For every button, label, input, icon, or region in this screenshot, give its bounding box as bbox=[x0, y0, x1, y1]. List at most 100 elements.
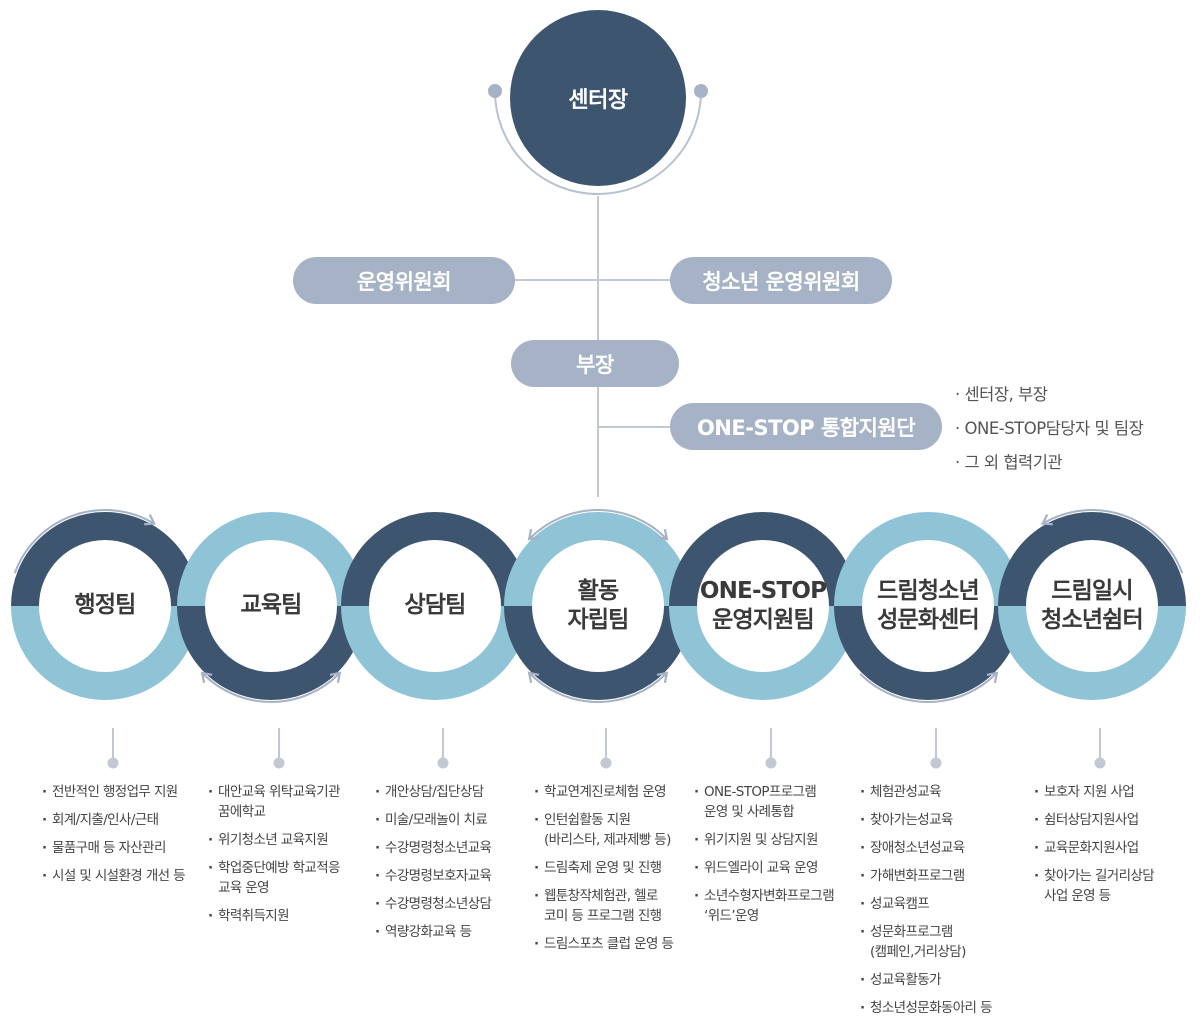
duty-item: 역량강화교육 등 bbox=[375, 922, 491, 942]
cycle-arrow bbox=[527, 509, 669, 541]
team-circle bbox=[697, 540, 829, 672]
team-ring-bottom bbox=[177, 605, 365, 700]
duty-item: 수강명령청소년상담 bbox=[375, 894, 492, 914]
duty-item-line: 소년수형자변화프로그램 bbox=[704, 888, 835, 904]
duty-item: 수강명령청소년교육 bbox=[375, 838, 492, 858]
duty-item-line: 드림스포츠 클럽 운영 등 bbox=[544, 936, 674, 952]
team-ring-bottom bbox=[669, 605, 857, 700]
duty-connector-dot bbox=[107, 757, 119, 769]
team-circle bbox=[369, 540, 501, 672]
team-ring-top bbox=[669, 512, 857, 607]
duty-item-line: 찾아가는성교육 bbox=[870, 812, 953, 828]
duty-connector-dot bbox=[765, 757, 777, 769]
onestop-note: · ONE-STOP담당자 및 팀장 bbox=[955, 419, 1144, 438]
team-duty-list: 학교연계진로체험 운영인턴쉽활동 지원(바리스타, 제과제빵 등) 드림축제 운영… bbox=[534, 782, 674, 962]
team-ring-bottom bbox=[11, 605, 199, 700]
duty-item-line: 위드엘라이 교육 운영 bbox=[704, 860, 818, 876]
duty-item-line: 성교육캠프 bbox=[870, 896, 930, 912]
head-ornament-dot-right bbox=[694, 84, 708, 98]
duty-item-line: 웹툰창작체험관, 헬로 bbox=[544, 888, 658, 904]
duty-item-line: 미술/모래놀이 치료 bbox=[385, 812, 488, 828]
onestop-label: ONE-STOP 통합지원단 bbox=[696, 415, 916, 440]
duty-item-line: 학교연계진로체험 운영 bbox=[544, 784, 667, 800]
duty-item: 위기청소년 교육지원 bbox=[208, 830, 340, 850]
head-label: 센터장 bbox=[568, 88, 628, 113]
deputy-label: 부장 bbox=[576, 352, 614, 377]
duty-item: 드림축제 운영 및 진행 bbox=[534, 858, 673, 878]
committee-right-box: 청소년 운영위원회 bbox=[670, 257, 892, 304]
duty-item: 회계/지출/인사/근태 bbox=[42, 810, 185, 830]
onestop-note: · 센터장, 부장 bbox=[955, 385, 1048, 404]
duty-item-line: 코미 등 프로그램 진행 bbox=[544, 908, 662, 924]
team-duty-list: 체험관성교육찾아가는성교육장애청소년성교육가해변화프로그램성교육캠프성문화프로그… bbox=[860, 782, 993, 1026]
duty-item-line: 역량강화교육 등 bbox=[385, 924, 472, 940]
team-label: ONE-STOP 운영지원팀 bbox=[699, 577, 827, 633]
duty-item-line: ‘위드’운영 bbox=[704, 908, 759, 924]
duty-item: 물품구매 등 자산관리 bbox=[42, 838, 185, 858]
deputy-box: 부장 bbox=[511, 340, 679, 387]
duty-item-line: 교육문화지원사업 bbox=[1044, 840, 1139, 856]
duty-item-line: 성문화프로그램 bbox=[870, 924, 953, 940]
duty-item: 학력취득지원 bbox=[208, 906, 340, 926]
duty-item-line: 시설 및 시설환경 개선 등 bbox=[52, 868, 186, 884]
duty-item-line: 수강명령청소년상담 bbox=[385, 896, 492, 912]
duty-item-line: 성교육활동가 bbox=[870, 972, 942, 988]
cycle-arrow bbox=[13, 509, 156, 574]
team-ring-bottom bbox=[834, 605, 1022, 700]
committee-left-box: 운영위원회 bbox=[293, 257, 515, 304]
team-label: 교육팀 bbox=[240, 592, 302, 619]
onestop-notes: · 센터장, 부장 · ONE-STOP담당자 및 팀장 · 그 외 협력기관 bbox=[955, 380, 1144, 482]
duty-item-line: 개안상담/집단상담 bbox=[385, 784, 484, 800]
duty-item-line: 위기청소년 교육지원 bbox=[218, 832, 329, 848]
duty-item-line: 장애청소년성교육 bbox=[870, 840, 965, 856]
duty-item: 청소년성문화동아리 등 bbox=[860, 998, 993, 1018]
duty-item-line: 교육 운영 bbox=[218, 880, 270, 896]
team-circle bbox=[205, 540, 337, 672]
duty-item: 수강명령보호자교육 bbox=[375, 866, 492, 886]
duty-item-line: 체험관성교육 bbox=[870, 784, 942, 800]
team-label: 드림청소년 성문화센터 bbox=[877, 577, 980, 633]
team-circle bbox=[862, 540, 994, 672]
team-duty-list: 개안상담/집단상담미술/모래놀이 치료수강명령청소년교육수강명령보호자교육수강명… bbox=[375, 782, 492, 950]
head-circle bbox=[510, 10, 686, 186]
duty-item: 성교육활동가 bbox=[860, 970, 992, 990]
team-ring-top bbox=[11, 512, 199, 607]
committee-left-label: 운영위원회 bbox=[356, 269, 452, 294]
duty-item-line: 청소년성문화동아리 등 bbox=[870, 1000, 993, 1016]
cycle-arrow bbox=[1041, 509, 1184, 574]
onestop-note: · 그 외 협력기관 bbox=[955, 453, 1063, 472]
duty-connector-dot bbox=[273, 757, 285, 769]
duty-connector-dot bbox=[1094, 757, 1106, 769]
team-ring-bottom bbox=[341, 605, 529, 700]
duty-item-line: 운영 및 사례통합 bbox=[704, 804, 795, 820]
team-circle bbox=[1026, 540, 1158, 672]
team-ring-top bbox=[504, 512, 692, 607]
duty-item-line: 학력취득지원 bbox=[218, 908, 290, 924]
duty-item: 위기지원 및 상담지원 bbox=[694, 830, 834, 850]
duty-item-line: 꿈에학교 bbox=[218, 804, 266, 820]
duty-item-line: 물품구매 등 자산관리 bbox=[52, 840, 166, 856]
duty-item: 인턴쉽활동 지원(바리스타, 제과제빵 등) bbox=[534, 810, 673, 850]
duty-item: 시설 및 시설환경 개선 등 bbox=[42, 866, 186, 886]
duty-item-line: 가해변화프로그램 bbox=[870, 868, 965, 884]
team-ring-top bbox=[834, 512, 1022, 607]
team-ring-bottom bbox=[504, 605, 692, 700]
duty-item: 드림스포츠 클럽 운영 등 bbox=[534, 934, 674, 954]
duty-item: 개안상담/집단상담 bbox=[375, 782, 491, 802]
team-ring-top bbox=[341, 512, 529, 607]
duty-item: 학교연계진로체험 운영 bbox=[534, 782, 673, 802]
cycle-arrow bbox=[859, 671, 999, 703]
team-ring-top bbox=[998, 512, 1186, 607]
duty-item-line: 회계/지출/인사/근태 bbox=[52, 812, 159, 828]
duty-connector-dot bbox=[600, 757, 612, 769]
duty-item-line: 전반적인 행정업무 지원 bbox=[52, 784, 178, 800]
cycle-arrow bbox=[200, 671, 342, 703]
duty-item-line: ONE-STOP프로그램 bbox=[704, 784, 817, 800]
duty-item: 체험관성교육 bbox=[860, 782, 992, 802]
duty-item-line: 수강명령보호자교육 bbox=[385, 868, 492, 884]
team-circle bbox=[39, 540, 171, 672]
